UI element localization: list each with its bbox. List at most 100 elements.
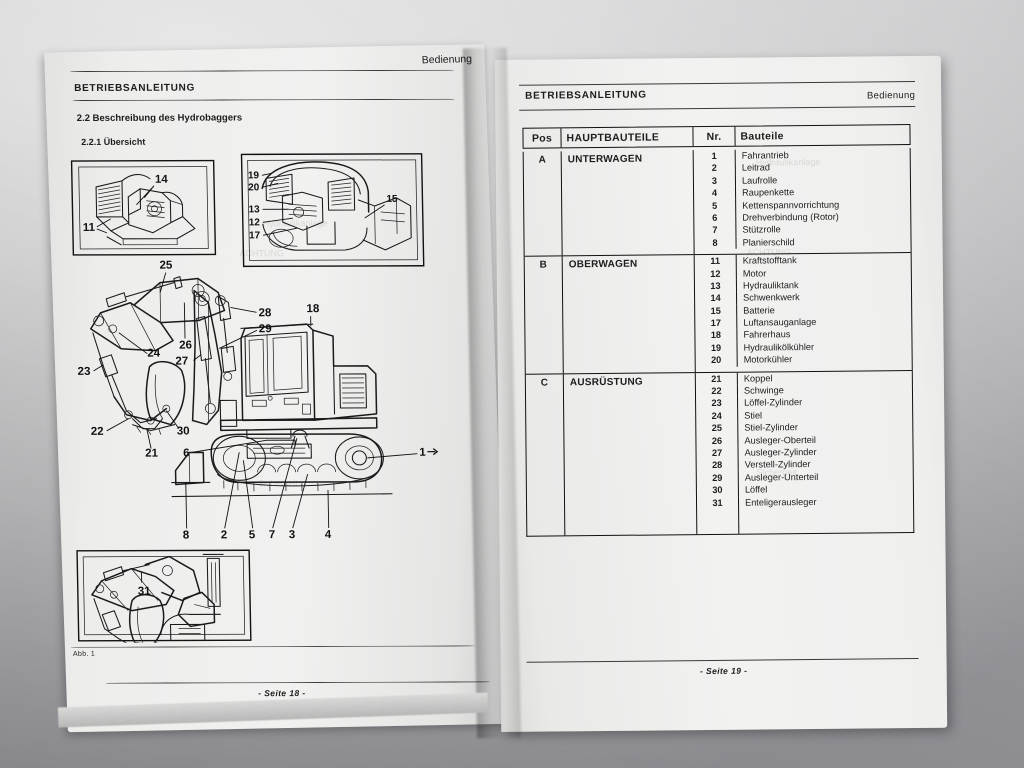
column-header-bauteile: Bauteile <box>740 129 784 143</box>
row-number: 11 <box>694 254 737 268</box>
group-assembly-c: AUSRÜSTUNG <box>563 372 698 536</box>
right-header-rule-top <box>519 80 916 86</box>
row-part: Planierschild <box>742 236 795 248</box>
group-assembly-b: OBERWAGEN <box>562 255 696 374</box>
callout-25: 25 <box>159 260 173 272</box>
row-number: 13 <box>694 279 738 293</box>
callout-31: 31 <box>138 586 152 598</box>
group-assembly-a: UNTERWAGEN <box>561 150 695 256</box>
column-header-pos: Pos <box>523 128 562 148</box>
callout-15: 15 <box>386 194 398 205</box>
callout-4: 4 <box>325 529 332 541</box>
left-footer-rule <box>105 681 490 684</box>
column-header-nr: Nr. <box>693 126 736 147</box>
row-number: 17 <box>695 316 738 330</box>
callout-13: 13 <box>248 204 260 215</box>
group-pos-b: B <box>524 256 564 374</box>
callout-12: 12 <box>249 217 261 228</box>
row-number: 29 <box>696 471 739 485</box>
row-number: 19 <box>695 341 738 355</box>
callout-24: 24 <box>147 348 161 360</box>
figure-excavator-overview: 14 11 <box>65 152 467 643</box>
row-number: 14 <box>695 291 738 305</box>
callout-17: 17 <box>249 230 261 241</box>
row-number: 25 <box>696 421 739 435</box>
row-number: 23 <box>696 397 739 410</box>
row-part <box>739 519 913 533</box>
row-number: 5 <box>694 199 737 213</box>
row-number: 30 <box>696 483 739 497</box>
callout-28: 28 <box>258 307 272 319</box>
callout-8: 8 <box>183 529 190 541</box>
callout-3: 3 <box>289 529 296 541</box>
row-number: 26 <box>696 434 739 448</box>
callout-2: 2 <box>221 529 228 541</box>
callout-23: 23 <box>78 366 91 378</box>
column-header-hauptbauteile: HAUPTBAUTEILE <box>561 127 694 148</box>
callout-30: 30 <box>177 426 190 438</box>
parts-table: Pos HAUPTBAUTEILE Nr. Bauteile A UNTERWA… <box>522 124 915 537</box>
table-row-empty <box>697 519 913 534</box>
table-header-row: Pos HAUPTBAUTEILE Nr. Bauteile <box>522 124 911 149</box>
row-number: 31 <box>696 496 740 510</box>
left-page-header-title: BETRIEBSANLEITUNG <box>74 82 196 95</box>
row-number: 15 <box>695 304 738 318</box>
callout-22: 22 <box>91 426 104 438</box>
row-number: 28 <box>696 459 739 472</box>
right-header-rule-bottom <box>519 105 916 111</box>
callout-29: 29 <box>259 323 272 335</box>
callout-1: 1 <box>419 447 426 459</box>
right-footer-rule <box>526 657 919 663</box>
row-number: 18 <box>695 329 738 342</box>
row-number: 2 <box>693 162 736 175</box>
left-page-header-chapter: Bedienung <box>421 53 473 67</box>
callout-21: 21 <box>145 448 159 460</box>
right-page-number: - Seite 19 - <box>699 665 748 677</box>
right-page: BETRIEBSANLEITUNG Bedienung Hydraulikanl… <box>494 55 948 732</box>
callout-20: 20 <box>248 182 260 193</box>
left-header-rule-bottom <box>72 98 455 102</box>
row-number: 12 <box>694 267 737 281</box>
row-number: 22 <box>695 384 739 398</box>
group-pos-a: A <box>523 151 563 256</box>
table-row: 20 Motorkühler <box>695 352 912 367</box>
callout-11: 11 <box>83 222 96 234</box>
callout-5: 5 <box>249 529 256 541</box>
callout-14: 14 <box>155 174 169 186</box>
row-number: 24 <box>696 409 739 423</box>
callout-19: 19 <box>248 170 260 181</box>
row-number: 20 <box>695 353 738 367</box>
row-number: 21 <box>695 372 738 386</box>
callout-18: 18 <box>306 303 320 315</box>
row-number: 4 <box>694 186 737 200</box>
callout-7: 7 <box>269 529 276 541</box>
group-pos-c: C <box>525 374 566 536</box>
row-number: 3 <box>693 174 737 188</box>
figure-bottom-rule <box>70 645 476 648</box>
section-heading-2-2: 2.2 Beschreibung des Hydrobaggers <box>76 112 243 125</box>
row-part: Motorkühler <box>743 354 793 365</box>
callout-26: 26 <box>179 340 192 352</box>
row-number: 1 <box>693 149 736 163</box>
section-heading-2-2-1: 2.2.1 Übersicht <box>81 136 146 147</box>
left-header-rule-top <box>69 69 454 73</box>
left-page: BETRIEBSANLEITUNG Bedienung 2.2 Beschrei… <box>44 44 508 733</box>
row-number: 7 <box>694 224 737 237</box>
right-page-header-title: BETRIEBSANLEITUNG <box>525 89 647 102</box>
callout-6: 6 <box>183 448 190 460</box>
row-number: 27 <box>696 446 739 460</box>
callout-27: 27 <box>175 356 188 368</box>
figure-caption: Abb. 1 <box>72 650 96 658</box>
row-number: 6 <box>694 211 737 225</box>
row-number <box>697 521 740 534</box>
right-page-header-chapter: Bedienung <box>866 89 916 102</box>
